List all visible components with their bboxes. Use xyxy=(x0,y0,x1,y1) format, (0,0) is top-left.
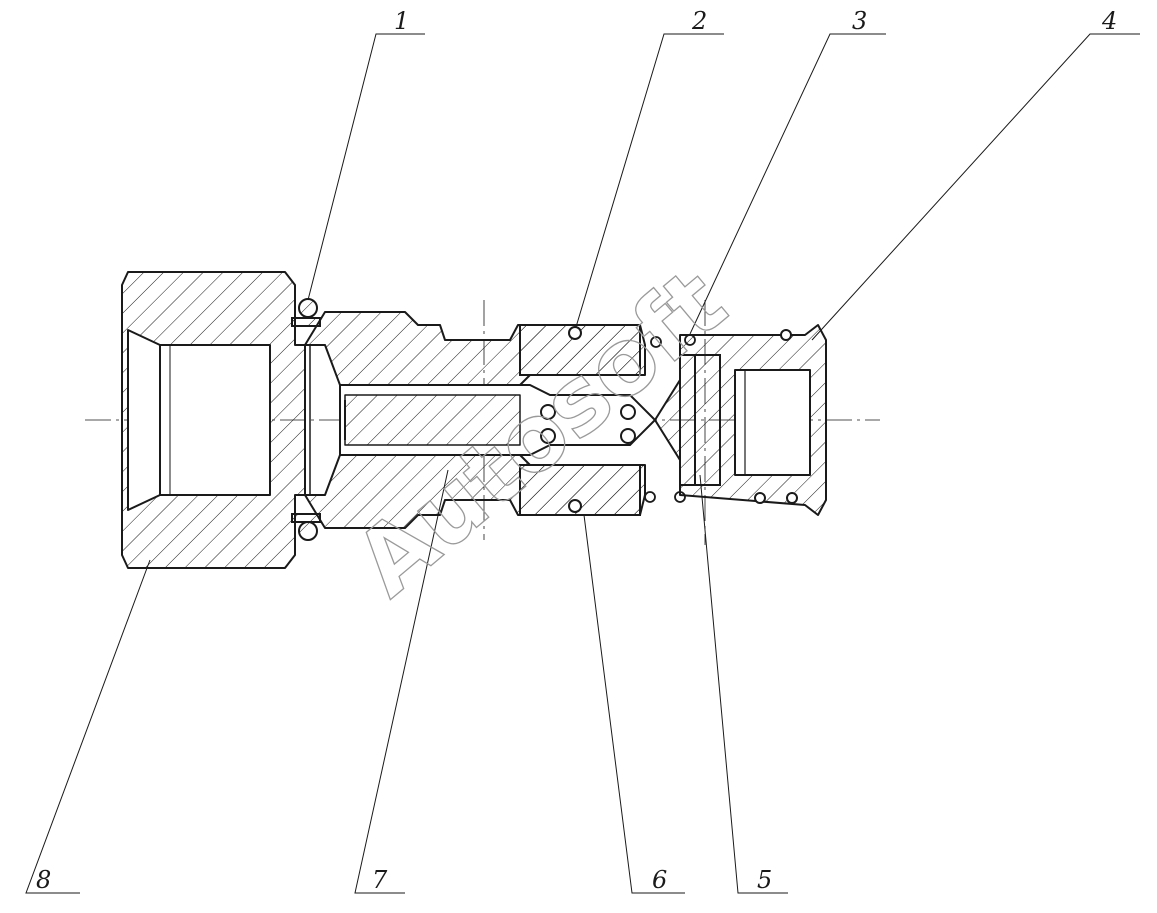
callout-2: 2 xyxy=(691,7,707,35)
callout-4: 4 xyxy=(1101,7,1117,35)
callout-8: 8 xyxy=(36,866,51,894)
sleeve-part xyxy=(519,324,641,516)
callout-5: 5 xyxy=(757,866,772,894)
o-ring-seal-part xyxy=(291,298,321,541)
callout-labels: 1 2 3 4 5 6 7 8 xyxy=(36,7,1117,894)
leader-lines xyxy=(25,33,1140,894)
callout-1: 1 xyxy=(394,7,409,35)
callout-7: 7 xyxy=(372,866,388,894)
callout-3: 3 xyxy=(852,7,867,35)
union-nut-part xyxy=(121,271,306,569)
callout-6: 6 xyxy=(652,866,667,894)
end-cap-part xyxy=(679,324,827,516)
